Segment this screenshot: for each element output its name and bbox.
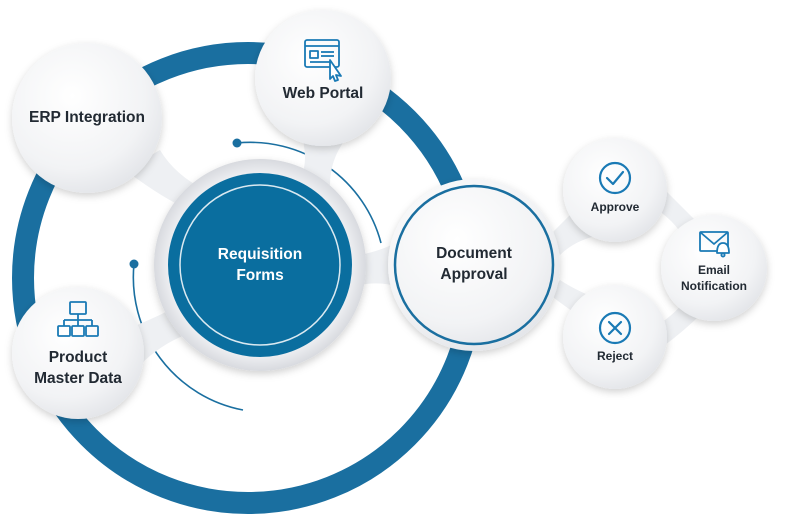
web-browser-icon [304, 39, 342, 82]
web-portal-label: Web Portal [263, 82, 383, 106]
reject-bubble[interactable] [563, 285, 667, 389]
center-label: Requisition Forms [190, 243, 330, 287]
erp-label: ERP Integration [12, 106, 162, 130]
approve-bubble[interactable] [563, 138, 667, 242]
approve-label: Approve [575, 198, 655, 216]
center-inner-ring [179, 184, 341, 346]
erp-text: ERP Integration [29, 109, 145, 126]
check-circle-icon [598, 161, 632, 195]
arc-dot-top [232, 138, 242, 148]
product-master-line1: Product [48, 349, 108, 366]
email-line2: Notification [681, 279, 747, 293]
center-disc[interactable] [168, 173, 352, 357]
reject-label: Reject [575, 347, 655, 365]
center-line2: Forms [236, 267, 284, 284]
document-approval-label: Document Approval [404, 242, 544, 286]
approve-text: Approve [590, 200, 640, 214]
product-master-bubble[interactable] [12, 287, 144, 419]
document-approval-inner-ring [393, 184, 555, 346]
reject-text: Reject [596, 349, 634, 363]
x-circle-icon [598, 311, 632, 345]
product-master-line2: Master Data [34, 370, 122, 387]
product-master-label: Product Master Data [18, 346, 138, 390]
document-approval-line1: Document [436, 245, 512, 262]
document-approval-bubble[interactable] [388, 179, 560, 351]
center-line1: Requisition [217, 246, 303, 263]
document-approval-line2: Approval [440, 266, 508, 283]
arc-dot-left [129, 259, 139, 269]
email-line1: Email [697, 263, 730, 277]
email-label: Email Notification [669, 261, 759, 295]
web-portal-text: Web Portal [282, 85, 364, 102]
inner-arc-left [132, 263, 244, 411]
erp-bubble[interactable] [12, 43, 162, 193]
hierarchy-icon [57, 301, 99, 337]
email-bubble[interactable] [661, 215, 767, 321]
web-portal-bubble[interactable] [255, 10, 391, 146]
envelope-bell-icon [699, 231, 730, 258]
